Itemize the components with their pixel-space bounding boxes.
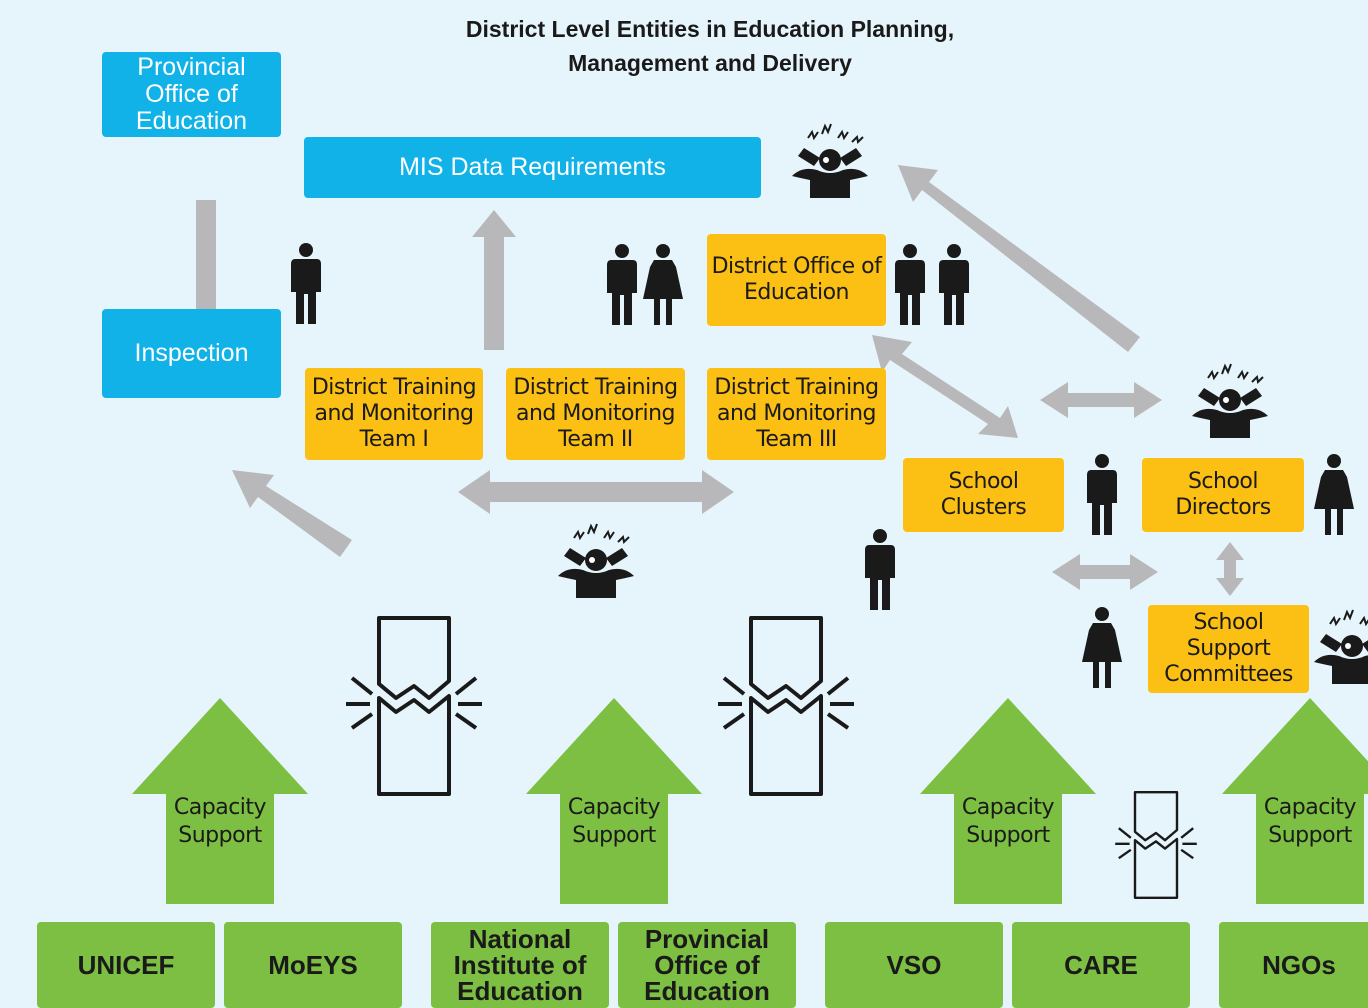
inspection-box: Inspection (102, 309, 281, 398)
woman-icon (1082, 607, 1122, 688)
partner-poe: Provincial Office of Education (618, 922, 796, 1008)
partner-ngos: NGOs (1219, 922, 1368, 1008)
arrow-dtmt-horizontal (458, 470, 734, 514)
partner-nie: National Institute of Education (431, 922, 609, 1008)
stressed-person-icon (791, 123, 869, 199)
arrow-dtmt-to-mis (472, 210, 516, 350)
arrow-office-clusters (872, 335, 1018, 438)
mis-data-box: MIS Data Requirements (304, 137, 761, 198)
broken-link-icon (344, 616, 484, 796)
dtmt-1-box: District Training and Monitoring Team I (305, 368, 483, 460)
capacity-arrow-1 (132, 698, 308, 904)
school-directors-box: School Directors (1142, 458, 1304, 532)
partner-care: CARE (1012, 922, 1190, 1008)
capacity-support-label-2: Capacity Support (567, 795, 661, 848)
capacity-support-label-3: Capacity Support (961, 795, 1055, 848)
woman-icon (1314, 454, 1354, 535)
person-icon (607, 244, 637, 325)
diagram-title: District Level Entities in Education Pla… (465, 16, 955, 76)
capacity-arrows (132, 698, 1368, 904)
person-icon (895, 244, 925, 325)
dtmt-3-box: District Training and Monitoring Team II… (707, 368, 886, 460)
person-icon (939, 244, 969, 325)
stressed-person-icon (1191, 363, 1269, 439)
gray-arrows (186, 165, 1244, 596)
person-icon (291, 243, 321, 324)
person-icon (1087, 454, 1117, 535)
arrow-clusters-support-lower (1052, 554, 1158, 590)
school-support-committees-box: School Support Committees (1148, 605, 1309, 693)
capacity-support-label-1: Capacity Support (173, 795, 267, 848)
stressed-person-icon (557, 523, 635, 599)
arrow-directors-support (1216, 542, 1244, 596)
capacity-arrow-3 (920, 698, 1096, 904)
school-clusters-box: School Clusters (903, 458, 1064, 532)
person-icon (865, 529, 895, 610)
broken-link-icon (716, 616, 856, 796)
arrow-clusters-directors-upper (1040, 382, 1162, 418)
provincial-office-box: Provincial Office of Education (102, 52, 281, 137)
dtmt-2-box: District Training and Monitoring Team II (506, 368, 685, 460)
arrow-capacity-to-inspection (232, 470, 352, 557)
broken-link-icon (1113, 791, 1199, 899)
partner-vso: VSO (825, 922, 1003, 1008)
district-office-box: District Office of Education (707, 234, 886, 326)
capacity-support-label-4: Capacity Support (1263, 795, 1357, 848)
arrow-directors-to-mis (898, 165, 1140, 352)
partner-moeys: MoEYS (224, 922, 402, 1008)
arrow-provincial-to-inspection (186, 200, 226, 335)
stressed-person-icon (1313, 609, 1368, 685)
capacity-arrow-4 (1222, 698, 1368, 904)
woman-icon (643, 244, 683, 325)
partner-unicef: UNICEF (37, 922, 215, 1008)
capacity-arrow-2 (526, 698, 702, 904)
